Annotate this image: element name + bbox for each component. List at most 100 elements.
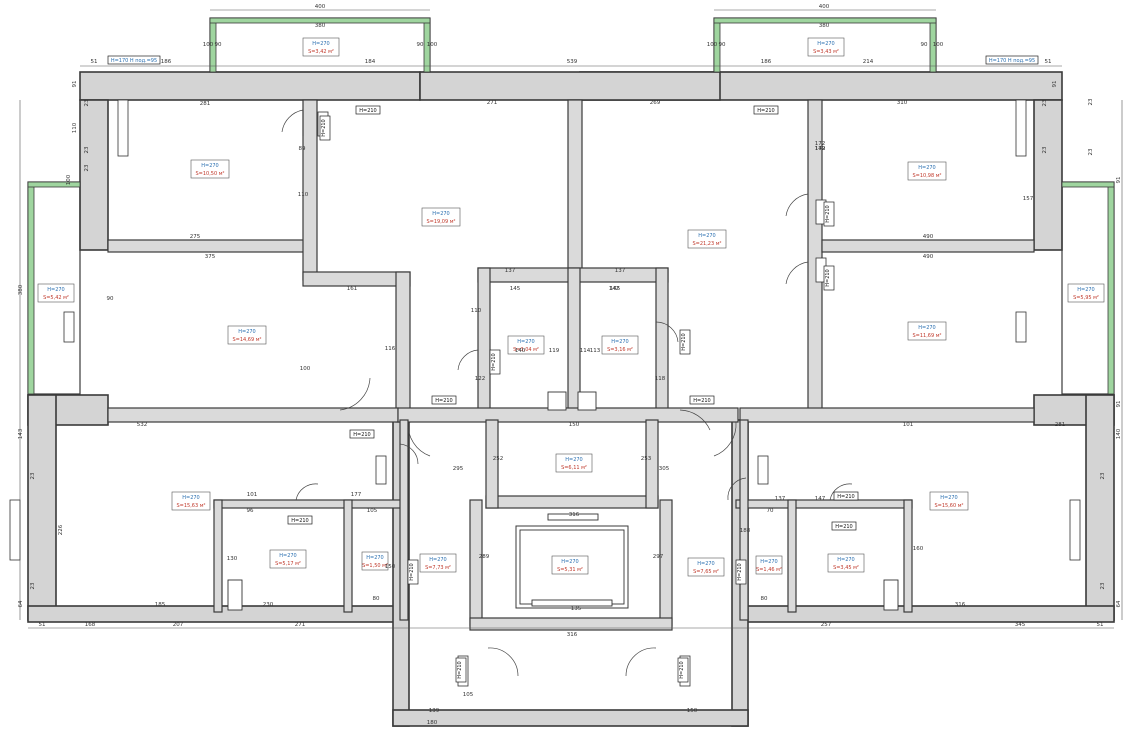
dimension-label: 140 (515, 348, 526, 354)
svg-text:S=7,73 м²: S=7,73 м² (425, 565, 451, 571)
dimension-label: 91 (1116, 177, 1122, 184)
dimension-label: 113 (590, 348, 601, 354)
window-tag: H=170 H под.=95 (107, 55, 161, 65)
svg-text:S=11,69 м²: S=11,69 м² (912, 333, 941, 339)
dimension-label: 184 (365, 59, 376, 65)
dimension-label: 70 (767, 508, 774, 514)
partition (343, 499, 353, 613)
door-tag: H=210 (349, 429, 375, 439)
svg-text:S=3,42 м²: S=3,42 м² (308, 49, 334, 55)
svg-text:S=3,16 м²: S=3,16 м² (607, 347, 633, 353)
dimension-label: 23 (1100, 582, 1106, 589)
window (375, 455, 387, 485)
wall-core-bottom (392, 709, 749, 727)
svg-text:H=270: H=270 (918, 325, 936, 331)
dimension-label: 275 (190, 234, 201, 240)
door-swing (785, 261, 809, 285)
door-tag: H=210 (287, 515, 313, 525)
window-tag: H=170 H под.=95 (985, 55, 1039, 65)
svg-text:H=270: H=270 (432, 211, 450, 217)
dimension-label: 23 (84, 164, 90, 171)
dimension-label: 139 (429, 708, 440, 714)
dimension-label: 91 (1052, 81, 1058, 88)
dimension-label: 90 (215, 42, 222, 48)
dimension-label: 80 (373, 596, 380, 602)
svg-text:S=1,50 м²: S=1,50 м² (362, 563, 388, 569)
window (1015, 311, 1027, 343)
dimension-label: 100 (300, 366, 311, 372)
dimension-label: 142 (609, 286, 620, 292)
wall-top-center (419, 71, 721, 101)
svg-text:H=270: H=270 (817, 41, 835, 47)
dimension-label: 316 (569, 512, 580, 518)
dimension-label: 64 (1116, 600, 1122, 607)
door-tag: H=210 (753, 105, 779, 115)
door-tag: H=210 (677, 657, 689, 683)
svg-text:H=210: H=210 (837, 494, 855, 500)
svg-text:S=5,42 м²: S=5,42 м² (43, 295, 69, 301)
dimension-label: 23 (1042, 99, 1048, 106)
partition (645, 419, 659, 509)
svg-text:H=210: H=210 (435, 398, 453, 404)
svg-text:H=270: H=270 (279, 553, 297, 559)
partition (107, 239, 309, 253)
svg-text:S=3,45 м²: S=3,45 м² (833, 565, 859, 571)
shower-icon (883, 579, 899, 611)
partition (397, 407, 739, 423)
dimension-label: 281 (200, 101, 211, 107)
svg-text:H=210: H=210 (693, 398, 711, 404)
svg-text:S=6,11 м²: S=6,11 м² (561, 465, 587, 471)
dimension-label: 23 (30, 582, 36, 589)
vent-grille (547, 513, 599, 521)
window (9, 499, 21, 561)
dimension-label: 145 (610, 286, 621, 292)
dimension-label: 96 (247, 508, 254, 514)
dimension-label: 157 (1023, 196, 1034, 202)
dimension-label: 150 (687, 708, 698, 714)
partition (903, 499, 913, 613)
dimension-label: 297 (653, 554, 664, 560)
svg-text:S=5,31 м²: S=5,31 м² (557, 567, 583, 573)
svg-text:S=1,46 м²: S=1,46 м² (756, 567, 782, 573)
dimension-lines (19, 9, 1123, 629)
dimension-label: 105 (367, 508, 378, 514)
door-swing (785, 193, 809, 217)
partition (213, 499, 223, 613)
toilet-icon (547, 391, 567, 411)
dimension-label: 345 (1015, 622, 1026, 628)
dimension-label: 186 (161, 59, 172, 65)
dimension-label: 105 (463, 692, 474, 698)
door-swing (295, 483, 319, 501)
dimension-label: 281 (1055, 422, 1066, 428)
svg-text:H=270: H=270 (837, 557, 855, 563)
dimension-label: 90 (107, 296, 114, 302)
dimension-label: 149 (815, 146, 826, 152)
dimension-label: 100 (203, 42, 214, 48)
svg-text:H=270: H=270 (366, 555, 384, 561)
glazing (713, 17, 937, 24)
exterior-walls (27, 71, 1115, 727)
dimension-label: 90 (719, 42, 726, 48)
door-tag: H=210 (431, 395, 457, 405)
dimension-label: 316 (955, 602, 966, 608)
partition (107, 407, 399, 423)
dimension-label: 23 (84, 146, 90, 153)
wall-top-left (79, 71, 421, 101)
dimension-label: 51 (1045, 59, 1052, 65)
fixtures (227, 391, 899, 611)
dimension-label: 207 (173, 622, 184, 628)
dimension-label: 100 (427, 42, 438, 48)
dimension-label: 116 (385, 346, 396, 352)
dimension-label: 185 (155, 602, 166, 608)
door-tag: H=210 (679, 329, 691, 355)
